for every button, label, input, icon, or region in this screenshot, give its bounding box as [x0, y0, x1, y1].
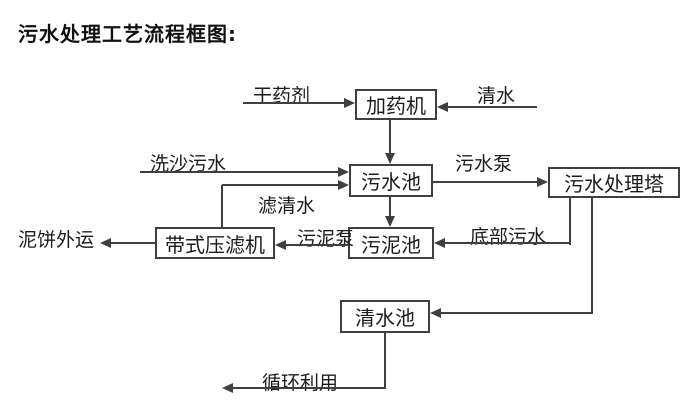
flow-label-sand-washing-sewage: 洗沙污水	[150, 153, 227, 175]
node-belt-filter-press: 带式压滤机	[155, 227, 275, 259]
connector-tower-to-clean-horizontal	[441, 312, 593, 314]
page-title: 污水处理工艺流程框图:	[18, 22, 237, 46]
connector-dry-agent	[243, 102, 345, 104]
arrow-right-icon	[537, 177, 548, 187]
node-sludge-pool-label: 污泥池	[361, 232, 421, 257]
node-dosing-machine-label: 加药机	[366, 94, 426, 118]
arrow-left-icon	[430, 308, 441, 318]
node-clean-water-pool: 清水池	[340, 300, 430, 333]
connector-bottom-sewage-vertical	[569, 198, 571, 245]
arrow-left-icon	[222, 383, 233, 393]
arrow-left-icon	[437, 102, 448, 112]
connector-sewage-pump	[433, 181, 537, 183]
arrow-down-icon	[385, 216, 395, 227]
node-sewage-pool: 污水池	[349, 164, 433, 197]
flow-label-dry-agent: 干药剂	[253, 85, 311, 107]
arrow-right-icon	[344, 98, 355, 108]
arrow-left-icon	[100, 238, 111, 248]
flow-label-bottom-sewage: 底部污水	[470, 226, 547, 248]
flow-label-sludge-pump: 污泥泵	[297, 228, 355, 250]
connector-sewage-to-sludge	[389, 197, 391, 218]
node-treatment-tower-label: 污水处理塔	[564, 172, 664, 196]
connector-filtered-water-horizontal	[222, 184, 338, 186]
connector-sand-washing	[140, 171, 338, 173]
arrow-right-icon	[338, 167, 349, 177]
node-belt-filter-press-label: 带式压滤机	[165, 232, 265, 257]
arrow-down-icon	[385, 153, 395, 164]
node-sludge-pool: 污泥池	[348, 227, 434, 259]
connector-mud-cake-out	[111, 242, 155, 244]
connector-recycle-vertical	[384, 333, 386, 389]
connector-filtered-water-vertical	[221, 185, 223, 227]
connector-clean-water	[448, 106, 537, 108]
connector-tower-to-clean-vertical	[591, 198, 593, 314]
node-dosing-machine: 加药机	[355, 89, 437, 120]
flow-label-mud-cake-out: 泥饼外运	[18, 229, 95, 251]
arrow-left-icon	[434, 238, 445, 248]
connector-sludge-pump	[286, 244, 348, 246]
node-clean-water-pool-label: 清水池	[355, 306, 415, 330]
flow-label-filtered-water: 滤清水	[258, 195, 316, 217]
flow-label-clean-water: 清水	[477, 85, 516, 107]
arrow-right-icon	[338, 180, 349, 190]
node-treatment-tower: 污水处理塔	[548, 167, 680, 198]
arrow-left-icon	[275, 240, 286, 250]
flow-label-recycle: 循环利用	[262, 372, 339, 394]
connector-bottom-sewage-horizontal	[445, 242, 571, 244]
flow-label-sewage-pump: 污水泵	[455, 153, 513, 175]
connector-dosing-to-sewage	[389, 119, 391, 155]
connector-recycle-horizontal	[233, 387, 386, 389]
node-sewage-pool-label: 污水池	[361, 170, 421, 194]
